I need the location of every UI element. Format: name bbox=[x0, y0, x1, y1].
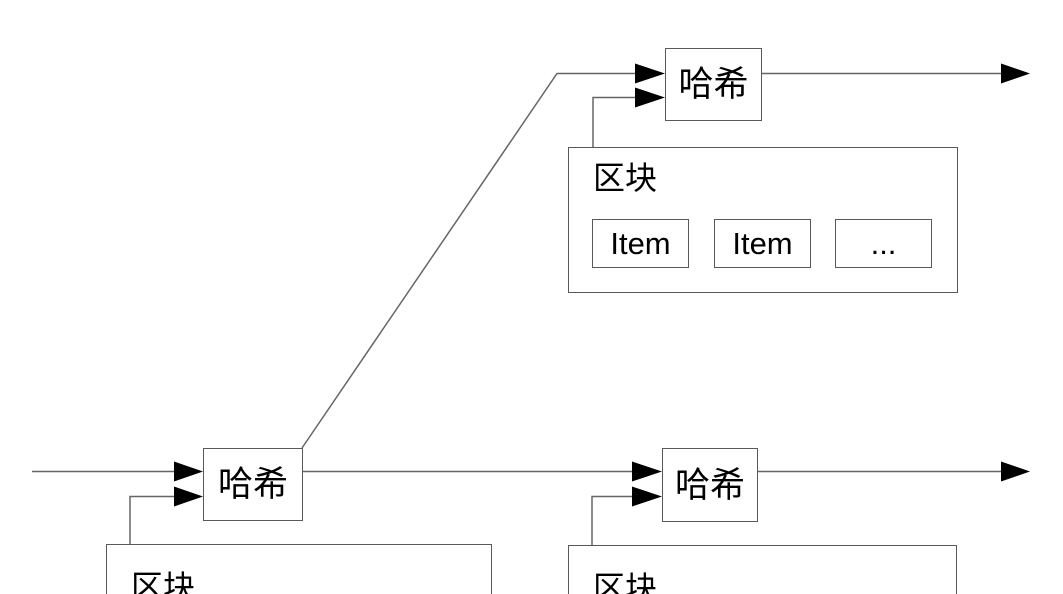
hash-node-top: 哈希 bbox=[665, 48, 762, 121]
arrowhead-chain-input-top-icon bbox=[635, 63, 665, 84]
block-to-hash-line-top bbox=[592, 96, 635, 148]
item-box-2-label: Item bbox=[732, 226, 793, 261]
arrowhead-block-input-top-icon bbox=[635, 87, 665, 108]
arrowhead-block-input-right-icon bbox=[632, 486, 662, 507]
hash-node-left: 哈希 bbox=[203, 448, 303, 521]
hash-node-top-label: 哈希 bbox=[678, 65, 749, 104]
arrowhead-chain-input-left-icon bbox=[174, 461, 203, 482]
item-box-1-label: Item bbox=[610, 226, 671, 261]
item-box-ellipsis: ... bbox=[835, 219, 932, 268]
block-to-hash-line-left bbox=[129, 495, 174, 545]
arrowhead-block-input-left-icon bbox=[174, 486, 203, 507]
arrowhead-chain-output-top-icon bbox=[1001, 63, 1030, 84]
block-node-left-label: 区块 bbox=[131, 569, 196, 594]
hash-node-right: 哈希 bbox=[662, 448, 758, 522]
block-node-right-label: 区块 bbox=[593, 570, 658, 594]
hash-node-left-label: 哈希 bbox=[217, 465, 288, 504]
item-box-ellipsis-label: ... bbox=[870, 226, 897, 261]
block-node-left: 区块 bbox=[106, 544, 492, 594]
hash-node-right-label: 哈希 bbox=[674, 465, 745, 505]
block-node-top-label: 区块 bbox=[593, 160, 658, 196]
item-box-2: Item bbox=[714, 219, 811, 268]
block-node-right: 区块 bbox=[568, 545, 957, 594]
chain-line-left-to-top-diagonal bbox=[301, 72, 635, 449]
block-to-hash-line-right bbox=[591, 495, 632, 546]
arrowhead-chain-output-right-icon bbox=[1001, 461, 1030, 482]
arrowhead-chain-input-right-icon bbox=[632, 461, 662, 482]
item-box-1: Item bbox=[592, 219, 689, 268]
